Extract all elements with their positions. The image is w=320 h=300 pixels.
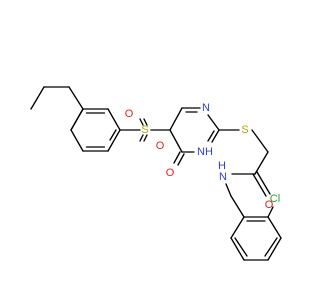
bond [68, 86, 84, 110]
bond [267, 206, 274, 218]
atom-label-o-amide: O [265, 199, 274, 211]
bond [230, 195, 245, 218]
bond [225, 183, 232, 197]
atom-label-n-ring-top: N [202, 102, 210, 114]
bond [230, 237, 245, 261]
bond [30, 86, 45, 110]
bond [109, 129, 117, 141]
atom-label-o-oxo: O [166, 167, 175, 179]
bond [264, 237, 278, 257]
bond [143, 134, 148, 142]
bond [169, 107, 183, 131]
bond [177, 153, 185, 166]
bond [234, 237, 248, 257]
atom-label-s-sulfonyl: S [141, 124, 148, 136]
bond [173, 151, 181, 164]
bond [139, 134, 144, 142]
bond [207, 130, 215, 142]
bond [207, 114, 220, 131]
bond [107, 129, 121, 152]
bond [256, 171, 271, 195]
bond [252, 173, 267, 197]
atom-label-s-thio: S [241, 124, 248, 136]
atom-label-h-amide: H [218, 160, 226, 172]
atom-label-cl: Cl [270, 193, 280, 205]
atom-label-o-sulfonyl-left: O [125, 108, 134, 120]
bond [211, 129, 220, 143]
bond [107, 108, 121, 131]
atom-label-n-ring-nh: NH [197, 146, 213, 158]
bond [143, 118, 148, 126]
molecule-drawing: S O O N NH O S O N H Cl [30, 86, 282, 261]
atom-label-n-amide: N [219, 171, 227, 183]
bond [267, 216, 282, 239]
bond [267, 237, 282, 261]
molecule-structure-diagram: S O O N NH O S O N H Cl [30, 86, 282, 261]
bond [169, 129, 183, 153]
bond [70, 129, 84, 152]
bond [254, 151, 269, 175]
bond [70, 108, 84, 131]
bond [230, 216, 245, 239]
atom-labels: S O O N NH O S O N H Cl [125, 102, 280, 211]
bond-lines [30, 86, 282, 261]
bond [251, 129, 269, 153]
atom-label-o-sulfonyl-right: O [156, 140, 165, 152]
bond [139, 118, 144, 126]
